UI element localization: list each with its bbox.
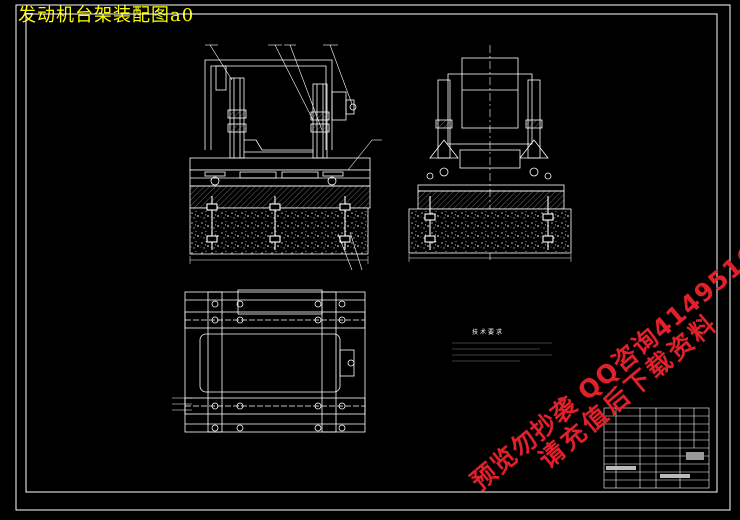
technical-requirements-text-lines (452, 342, 552, 362)
front-view (189, 44, 382, 271)
sheet-inner-border (25, 13, 718, 493)
drawing-title: 发动机台架装配图a0 (18, 5, 195, 26)
top-view (172, 289, 366, 433)
sheet-outer-border (15, 4, 731, 511)
side-view (408, 45, 572, 262)
title-block (603, 407, 710, 489)
technical-requirements-heading: 技术要求 (472, 329, 505, 336)
